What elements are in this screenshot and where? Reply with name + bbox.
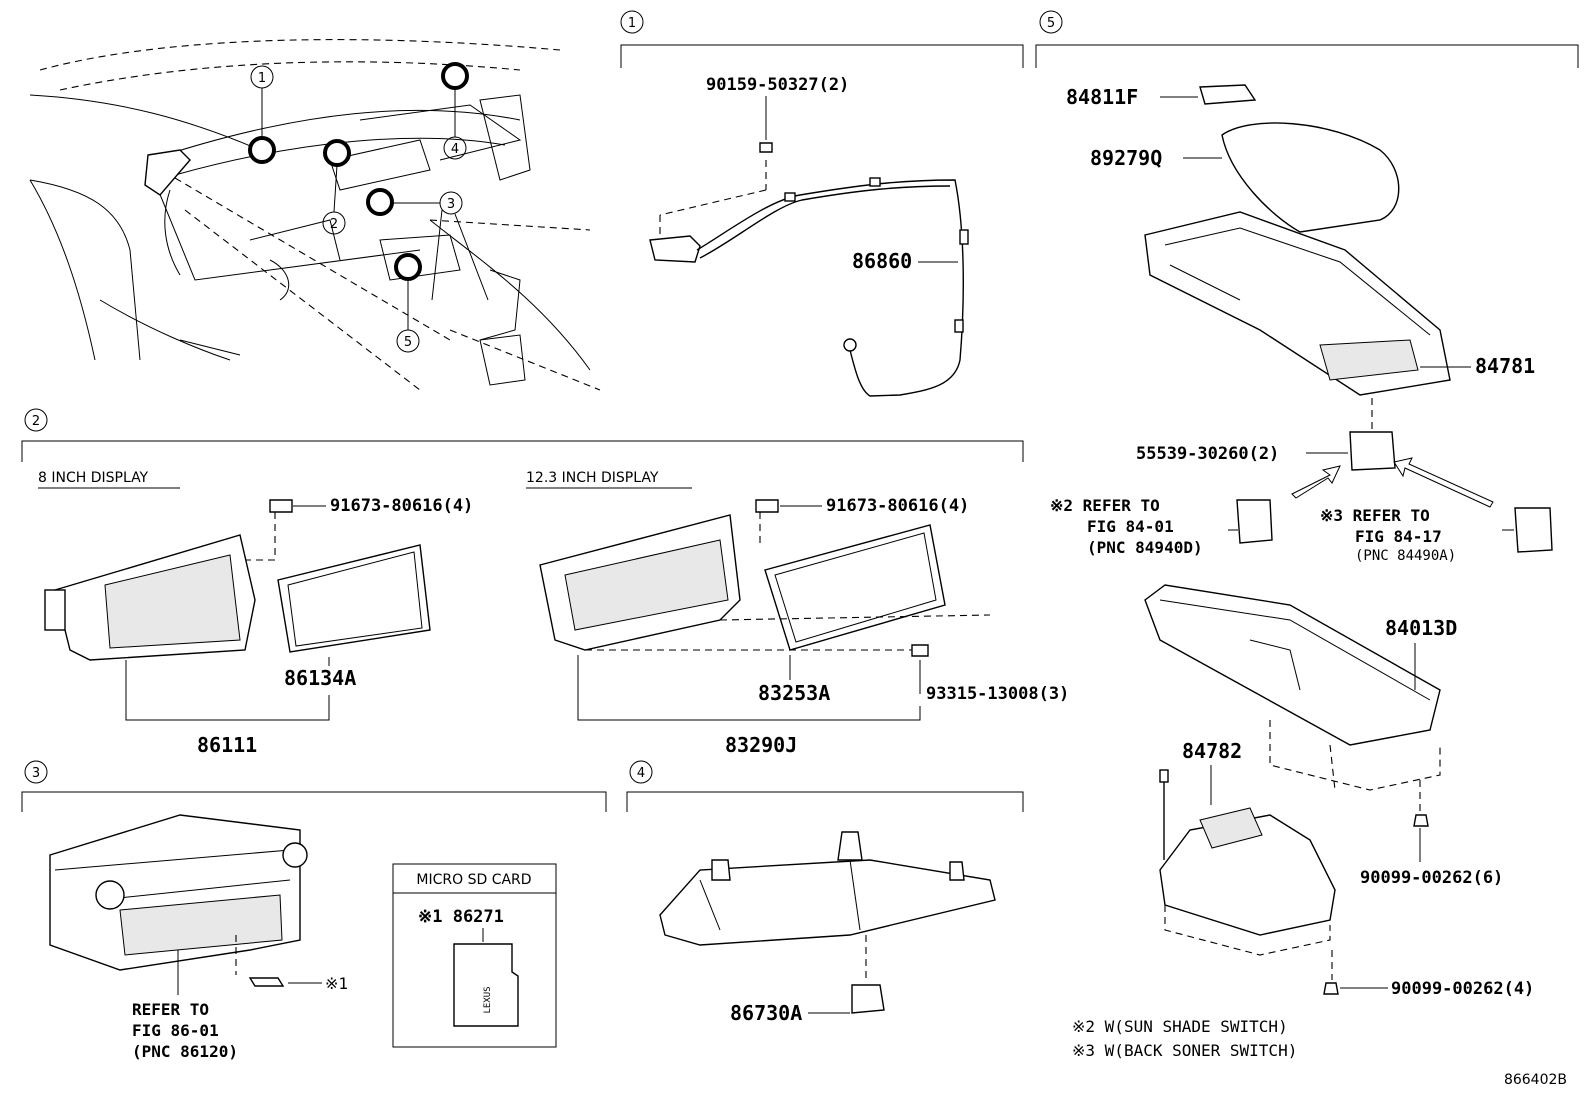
label-86860: 86860 xyxy=(852,249,912,273)
overview-marker-2 xyxy=(323,139,351,167)
refer2-line-3: (PNC 84940D) xyxy=(1087,538,1203,557)
label-86134A: 86134A xyxy=(284,666,356,690)
switch-sun-shade xyxy=(1236,499,1273,544)
label-84781: 84781 xyxy=(1475,354,1535,378)
svg-text:3: 3 xyxy=(447,197,455,212)
display-8-panel xyxy=(277,544,431,653)
refer3-line-2: FIG 84-17 xyxy=(1355,527,1442,546)
label-89279Q: 89279Q xyxy=(1090,146,1162,170)
svg-text:2: 2 xyxy=(32,414,40,429)
interior-overview: 1 2 3 4 5 xyxy=(29,39,601,391)
label-86111: 86111 xyxy=(197,733,257,757)
section-1-parts: 90159-50327(2) 86860 xyxy=(649,75,969,397)
bulb-socket xyxy=(1349,431,1396,471)
section-2-header: 2 xyxy=(21,408,1024,462)
overview-marker-5 xyxy=(394,253,422,281)
svg-text:5: 5 xyxy=(404,335,412,350)
svg-text:5: 5 xyxy=(1047,16,1055,31)
section-4-parts: 86730A xyxy=(659,831,996,1025)
footnote-2: ※2 W(SUN SHADE SWITCH) xyxy=(1072,1017,1288,1036)
section-2-parts: 8 INCH DISPLAY 12.3 INCH DISPLAY 91673-8… xyxy=(38,470,1069,757)
section-5-header: 5 xyxy=(1035,10,1579,68)
label-83253A: 83253A xyxy=(758,681,830,705)
section-5-parts: 84811F 89279Q 84781 55539-30260(2) ※2 RE… xyxy=(1050,84,1553,999)
section-1-header: 1 xyxy=(620,10,1024,68)
switch-back-sonar xyxy=(1514,507,1553,553)
label-83290J: 83290J xyxy=(725,733,797,757)
label-90099-00262-6: 90099-00262(6) xyxy=(1360,868,1503,888)
label-84013D: 84013D xyxy=(1385,616,1457,640)
refer-line-1: REFER TO xyxy=(132,1000,209,1019)
label-93315-13008: 93315-13008(3) xyxy=(926,684,1069,704)
overview-marker-1 xyxy=(248,136,276,164)
lexus-logo-text: LEXUS xyxy=(483,986,493,1013)
bracket-86730A xyxy=(851,984,885,1014)
overhead-console xyxy=(659,859,996,946)
refer3-line-3: (PNC 84490A) xyxy=(1355,548,1456,564)
micro-sd-title: MICRO SD CARD xyxy=(416,872,531,888)
label-84811F: 84811F xyxy=(1066,85,1138,109)
label-55539-30260: 55539-30260(2) xyxy=(1136,444,1279,464)
figure-id: 866402B xyxy=(1504,1072,1567,1088)
section-4-header: 4 xyxy=(626,760,1024,812)
micro-sd-box xyxy=(392,863,557,1048)
refer3-line-1: ※3 REFER TO xyxy=(1320,506,1430,525)
console-base-84013D xyxy=(1144,584,1441,746)
display-12-panel xyxy=(764,524,946,651)
label-12-inch-display: 12.3 INCH DISPLAY xyxy=(526,470,659,486)
label-90159-50327: 90159-50327(2) xyxy=(706,75,849,95)
label-86271: ※1 86271 xyxy=(418,907,504,927)
footnote-3: ※3 W(BACK SONER SWITCH) xyxy=(1072,1041,1297,1060)
refer2-line-1: ※2 REFER TO xyxy=(1050,496,1160,515)
label-91673-80616-a: 91673-80616(4) xyxy=(330,496,473,516)
svg-text:4: 4 xyxy=(637,766,645,781)
overview-marker-3 xyxy=(366,188,394,216)
harness-connector xyxy=(649,235,701,263)
label-91673-80616-b: 91673-80616(4) xyxy=(826,496,969,516)
section-3-header: 3 xyxy=(21,760,607,812)
svg-text:1: 1 xyxy=(628,16,636,31)
micro-sd-card xyxy=(453,943,519,1027)
refer2-line-2: FIG 84-01 xyxy=(1087,517,1174,536)
overview-marker-4 xyxy=(441,62,469,90)
knob-84811F xyxy=(1199,84,1257,105)
svg-text:4: 4 xyxy=(451,142,459,157)
label-84782: 84782 xyxy=(1182,739,1242,763)
svg-text:2: 2 xyxy=(330,217,338,232)
svg-text:3: 3 xyxy=(32,766,40,781)
label-8-inch-display: 8 INCH DISPLAY xyxy=(38,470,149,486)
label-mark-1: ※1 xyxy=(325,974,348,993)
svg-text:1: 1 xyxy=(258,71,266,86)
refer-line-2: FIG 86-01 xyxy=(132,1021,219,1040)
refer-line-3: (PNC 86120) xyxy=(132,1042,238,1061)
label-86730A: 86730A xyxy=(730,1001,802,1025)
section-3-parts: ※1 REFER TO FIG 86-01 (PNC 86120) MICRO … xyxy=(49,814,557,1061)
armrest-lid xyxy=(1221,122,1400,233)
label-90099-00262-4: 90099-00262(4) xyxy=(1391,979,1534,999)
